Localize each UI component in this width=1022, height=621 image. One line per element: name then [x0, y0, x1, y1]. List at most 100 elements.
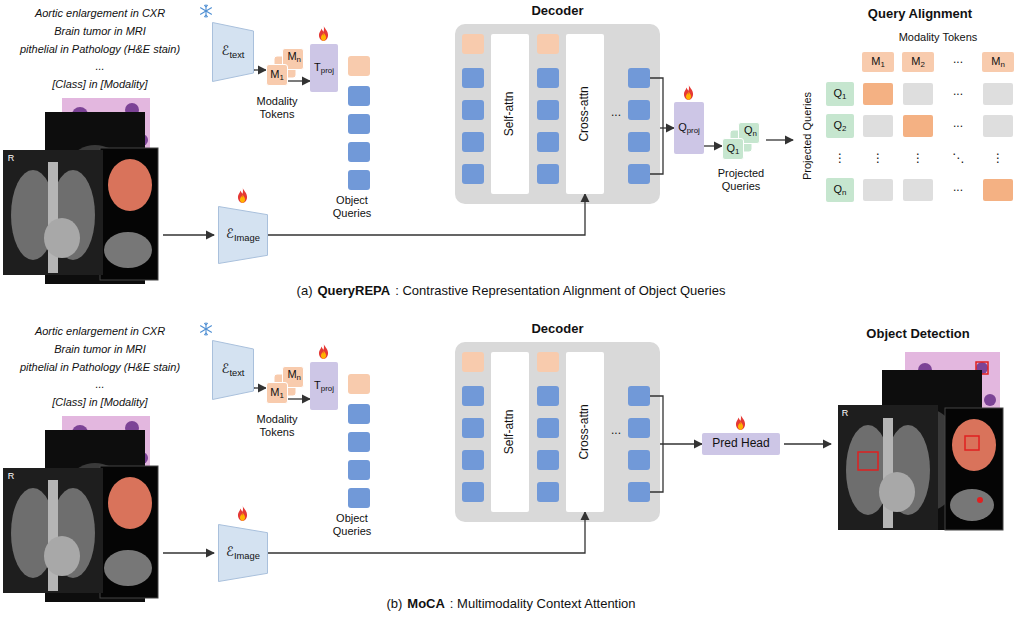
symbol-subscript: n — [297, 373, 301, 382]
node-text: Qproj — [678, 121, 700, 135]
node-text: Qn — [744, 124, 757, 138]
text-encoder: ℰtext — [212, 22, 254, 82]
ellipsis: ... — [953, 180, 963, 194]
caption-tag: (a) — [297, 283, 313, 299]
ellipsis: ⋮ — [992, 151, 1004, 165]
symbol-subscript: proj — [321, 384, 334, 393]
symbol-main: M — [287, 368, 296, 380]
panel-a-art — [3, 5, 663, 284]
ellipsis: ⋮ — [872, 151, 884, 165]
symbol-subscript: n — [842, 188, 846, 197]
prompt-text: Aortic enlargement in CXR — [35, 7, 165, 20]
caption-name: MoCA — [407, 596, 445, 612]
symbol-subscript: text — [229, 367, 244, 377]
flow-arrow — [660, 127, 674, 128]
panel-b-art — [3, 323, 663, 602]
query-label: Object Queries — [324, 194, 380, 220]
symbol-subscript: 2 — [920, 60, 924, 69]
symbol-main: ℰ — [226, 544, 234, 559]
symbol-subscript: Image — [234, 232, 260, 242]
flow-arrow — [254, 69, 266, 70]
panel-title: Object Detection — [866, 326, 969, 342]
node-text: M2 — [911, 55, 925, 69]
alignment-arrow — [766, 139, 793, 140]
text-projector: Tproj — [310, 44, 338, 92]
node-text: ℰtext — [222, 44, 245, 60]
image-encoder: ℰImage — [218, 524, 268, 582]
node-text: Q2 — [834, 119, 847, 133]
ellipsis: ... — [611, 105, 621, 119]
image-marker: R — [842, 408, 849, 419]
ellipsis: ⋱ — [952, 151, 964, 165]
caption-name: QueryREPA — [317, 283, 390, 299]
symbol-main: M — [287, 50, 296, 62]
prompt-text: pithelial in Pathology (H&E stain) — [20, 43, 180, 56]
symbol-subscript: 1 — [735, 147, 739, 156]
ellipsis: ⋮ — [834, 151, 846, 165]
node-text: Cross-attn — [578, 404, 592, 459]
node-text: M1 — [270, 68, 284, 82]
node-text: Mn — [991, 55, 1005, 69]
flow-arrow — [660, 443, 702, 444]
symbol-subscript: 1 — [279, 73, 283, 82]
ellipsis: ... — [953, 116, 963, 130]
modality-token: M1 — [266, 382, 288, 404]
symbol-main: Q — [744, 124, 753, 136]
symbol-subscript: 1 — [842, 92, 846, 101]
prompt-text: [Class] in [Modality] — [52, 78, 147, 91]
attention-block: Self-attn — [491, 34, 529, 194]
caption-row: (b)MoCA: Multimodality Context Attention — [386, 596, 635, 612]
flow-arrow — [254, 387, 266, 388]
token-label: Modality Tokens — [248, 413, 306, 439]
node-text: Mn — [287, 368, 301, 382]
encoder-outline — [213, 23, 254, 82]
matrix-row-header: Q2 — [826, 114, 854, 138]
decoder-block: DecoderSelf-attnCross-attn — [455, 24, 660, 204]
symbol-subscript: text — [229, 49, 244, 59]
symbol-main: M — [270, 386, 279, 398]
matrix-column-header: M2 — [902, 52, 934, 72]
symbol-main: M — [871, 55, 880, 67]
image-marker: R — [8, 153, 15, 164]
encoder-outline — [219, 207, 268, 264]
symbol-main: T — [314, 61, 321, 73]
token-label: Modality Tokens — [248, 95, 306, 121]
matrix-row-header: Qn — [826, 178, 854, 202]
node-text: Mn — [287, 50, 301, 64]
symbol-main: M — [991, 55, 1000, 67]
prompt-text: [Class] in [Modality] — [52, 396, 147, 409]
axis-label: Projected Queries — [801, 92, 814, 180]
alignment-matrix — [863, 83, 1013, 201]
node-text: Tproj — [314, 379, 334, 393]
symbol-subscript: 1 — [279, 391, 283, 400]
symbol-subscript: Image — [234, 550, 260, 560]
query-label: Projected Queries — [710, 167, 772, 193]
symbol-main: M — [911, 55, 920, 67]
ellipsis: ... — [611, 423, 621, 437]
attention-block: Self-attn — [491, 352, 529, 512]
symbol-main: Q — [727, 142, 736, 154]
node-text: Qn — [834, 183, 847, 197]
node-text: Cross-attn — [578, 86, 592, 141]
prompt-text: ... — [95, 60, 104, 73]
node-text: Q1 — [727, 142, 740, 156]
panel-title: Query Alignment — [868, 6, 972, 22]
detection-images — [838, 352, 1003, 530]
node-text: Self-attn — [503, 410, 517, 455]
flow-arrow — [268, 194, 585, 235]
node-text: Self-attn — [503, 92, 517, 137]
node-text: M1 — [270, 386, 284, 400]
ellipsis: ⋮ — [912, 151, 924, 165]
symbol-subscript: n — [1000, 60, 1004, 69]
flow-arrow — [268, 512, 585, 553]
node-text: ℰImage — [226, 545, 260, 561]
trainable-icon — [736, 414, 745, 430]
query-label: Object Queries — [324, 512, 380, 538]
symbol-subscript: proj — [687, 126, 700, 135]
ellipsis: ... — [953, 84, 963, 98]
symbol-subscript: 1 — [880, 60, 884, 69]
matrix-column-header: M1 — [862, 52, 894, 72]
trainable-icon — [684, 84, 693, 100]
query-projector: Qproj — [674, 102, 704, 154]
